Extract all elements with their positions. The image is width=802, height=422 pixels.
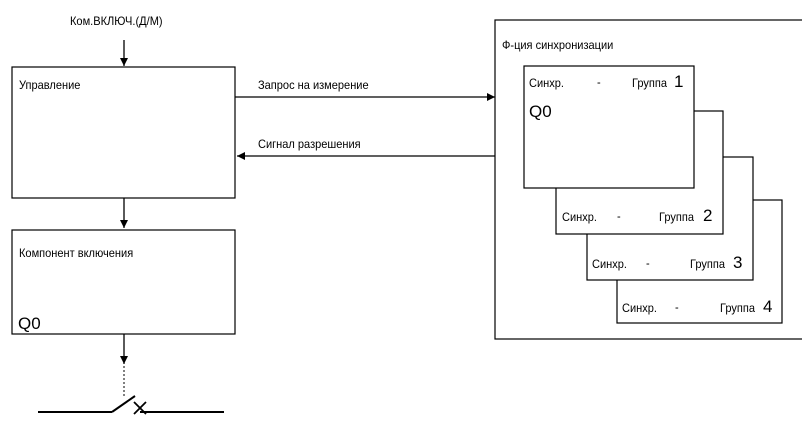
permit-label: Сигнал разрешения [258,137,361,151]
group-3-number: 3 [733,253,743,272]
group-1-dash: - [597,75,601,89]
breaker-symbol [38,395,224,415]
group-3-word: Группа [690,257,726,271]
request-label: Запрос на измерение [258,78,369,92]
group-1-number: 1 [674,72,684,91]
sync-device-label: Q0 [529,102,552,121]
switch-block [11,229,236,335]
group-4-dash: - [675,300,679,314]
sync-function-title: Ф-ция синхронизации [502,38,614,52]
command-label: Ком.ВКЛЮЧ.(Д/М) [70,14,163,28]
group-2-word: Группа [659,210,695,224]
control-block-title: Управление [19,78,81,92]
group-4-prefix: Синхр. [622,301,657,315]
group-4-number: 4 [763,297,773,316]
switch-block-title: Компонент включения [19,246,134,260]
group-4-word: Группа [720,301,756,315]
group-card-1 [523,65,695,189]
group-2-dash: - [617,209,621,223]
group-3-prefix: Синхр. [592,257,627,271]
group-3-dash: - [646,256,650,270]
group-2-number: 2 [703,206,713,225]
group-1-word: Группа [632,76,668,90]
group-2-prefix: Синхр. [562,210,597,224]
group-1-prefix: Синхр. [529,76,564,90]
switch-device-label: Q0 [18,314,41,333]
